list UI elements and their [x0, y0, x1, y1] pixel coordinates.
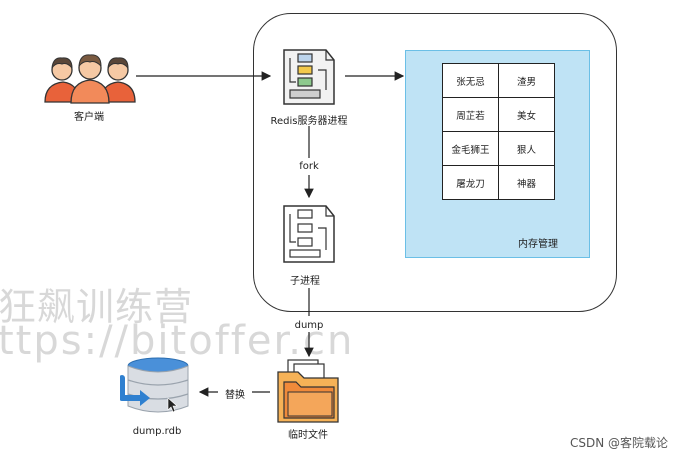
cursor-icon [167, 397, 178, 413]
memory-value-cell: 神器 [498, 165, 555, 200]
redis-process-label: Redis服务器进程 [270, 116, 348, 127]
client-users-icon [44, 54, 136, 104]
memory-box: 张无忌渣男周芷若美女金毛狮王狠人屠龙刀神器 内存管理 [405, 50, 590, 258]
rdb-label: dump.rdb [132, 426, 182, 437]
child-process-icon [283, 205, 335, 263]
dump-label: dump [294, 320, 324, 331]
memory-key-cell: 金毛狮王 [442, 131, 499, 166]
memory-label: 内存管理 [518, 239, 558, 250]
temp-file-label: 临时文件 [288, 430, 328, 441]
memory-key-cell: 屠龙刀 [442, 165, 499, 200]
memory-key-cell: 周芷若 [442, 97, 499, 132]
database-icon [120, 357, 189, 413]
memory-row: 张无忌渣男 [442, 63, 555, 98]
client-label: 客户端 [74, 112, 104, 123]
memory-row: 金毛狮王狠人 [442, 131, 555, 166]
csdn-credit: CSDN @客院载论 [569, 436, 668, 450]
memory-row: 屠龙刀神器 [442, 165, 555, 200]
replace-label: 替换 [225, 390, 245, 401]
redis-process-icon [283, 49, 335, 105]
child-process-label: 子进程 [290, 276, 320, 287]
memory-value-cell: 狠人 [498, 131, 555, 166]
fork-label: fork [299, 161, 319, 172]
memory-row: 周芷若美女 [442, 97, 555, 132]
temp-folder-icon [277, 359, 339, 423]
memory-table: 张无忌渣男周芷若美女金毛狮王狠人屠龙刀神器 [442, 63, 555, 200]
